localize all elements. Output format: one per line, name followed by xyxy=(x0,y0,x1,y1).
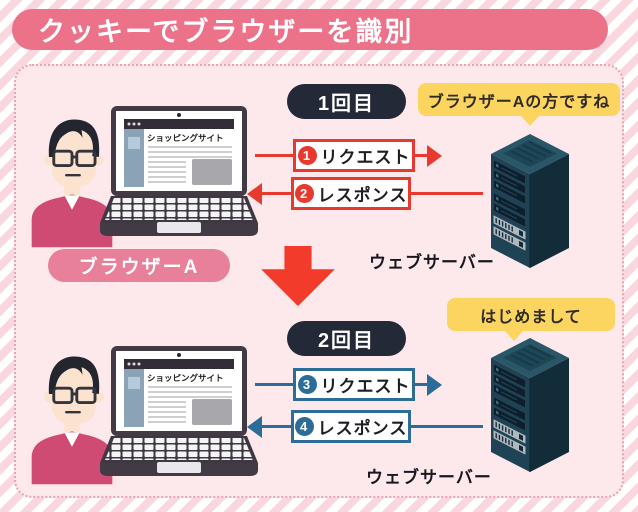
request-line-1 xyxy=(255,154,293,157)
response-line-1 xyxy=(262,192,291,195)
request-box-1: 1 リクエスト xyxy=(293,139,415,172)
request-line-2 xyxy=(255,383,293,386)
response-arrowhead-1 xyxy=(247,183,262,205)
sweater xyxy=(31,431,113,485)
keyboard xyxy=(105,438,253,460)
response-label: レスポンス xyxy=(317,186,408,205)
step-number-badge: 4 xyxy=(294,417,314,436)
page-image-placeholder xyxy=(192,159,232,185)
glasses-right-lens xyxy=(75,386,97,405)
response-line-2 xyxy=(262,425,291,428)
glasses-right-lens xyxy=(75,149,97,168)
step-1-badge: 1回目 xyxy=(287,84,406,119)
webcam-dot xyxy=(177,113,181,117)
keyboard xyxy=(105,198,253,220)
request-line-2b xyxy=(415,383,427,386)
hair xyxy=(48,356,100,394)
step-number-badge: 2 xyxy=(294,184,314,203)
laptop-illustration-1: ショッピングサイト xyxy=(100,106,258,236)
server-rack-slots xyxy=(493,160,526,251)
response-line-2b xyxy=(411,425,483,428)
request-arrowhead-1 xyxy=(427,145,442,167)
browser-titlebar xyxy=(124,119,234,129)
request-box-2: 3 リクエスト xyxy=(293,368,415,401)
webcam-dot xyxy=(177,353,181,357)
laptop-illustration-2: ショッピングサイト xyxy=(100,346,258,476)
server-label-2: ウェブサーバー xyxy=(366,468,492,487)
server-label-1: ウェブサーバー xyxy=(369,253,495,272)
response-box-1: 2 レスポンス xyxy=(291,177,411,210)
user-illustration-2 xyxy=(31,356,113,485)
browser-a-label: ブラウザーA xyxy=(48,249,230,282)
request-label: リクエスト xyxy=(320,148,411,167)
trackpad xyxy=(157,222,201,233)
server-rack-slots xyxy=(493,364,526,455)
request-line-1b xyxy=(415,154,427,157)
user-illustration-1 xyxy=(31,119,113,248)
response-arrowhead-2 xyxy=(247,416,262,438)
step-2-badge: 2回目 xyxy=(287,321,406,356)
shirt xyxy=(64,195,80,210)
site-title: ショッピングサイト xyxy=(147,373,224,383)
server-speech-bubble-2: はじめまして xyxy=(447,298,615,341)
trackpad xyxy=(157,462,201,473)
server-illustration-1 xyxy=(491,134,569,268)
server-speech-bubble-1: ブラウザーAの方ですね xyxy=(418,83,620,126)
response-box-2: 4 レスポンス xyxy=(291,410,411,443)
step-number-badge: 3 xyxy=(297,375,317,394)
response-line-1b xyxy=(411,192,483,195)
page-image-placeholder xyxy=(192,399,232,425)
sweater xyxy=(31,194,113,248)
server-illustration-2 xyxy=(491,338,569,472)
request-arrowhead-2 xyxy=(427,374,442,396)
response-label: レスポンス xyxy=(317,419,408,438)
shirt xyxy=(64,432,80,447)
site-title: ショッピングサイト xyxy=(147,133,224,143)
request-label: リクエスト xyxy=(320,377,411,396)
step-number-badge: 1 xyxy=(297,146,317,165)
big-down-arrow-icon xyxy=(261,246,335,307)
page-title: クッキーでブラウザーを識別 xyxy=(12,9,608,50)
browser-titlebar xyxy=(124,359,234,369)
hair xyxy=(48,119,100,157)
